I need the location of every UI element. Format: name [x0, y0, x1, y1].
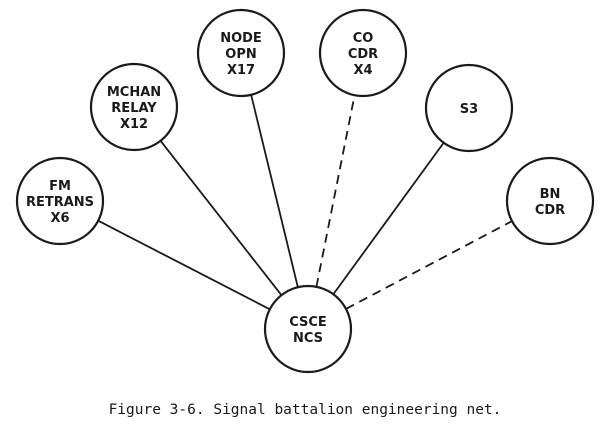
node-label-line: CO [353, 31, 374, 46]
node-label-line: OPN [225, 47, 256, 62]
node-label-line: X4 [353, 63, 372, 78]
node-label-line: CSCE [289, 315, 327, 330]
node-label-line: CDR [348, 47, 378, 62]
node-label-line: RETRANS [26, 195, 94, 210]
link-node-opn-solid [250, 94, 299, 288]
figure-caption: Figure 3-6. Signal battalion engineering… [109, 402, 502, 418]
node-s3: S3 [424, 63, 514, 153]
node-label-line: MCHAN [107, 85, 161, 100]
link-s3-solid [332, 142, 445, 295]
node-label-line: S3 [460, 102, 478, 117]
node-label-line: X17 [227, 63, 255, 78]
net-links [97, 94, 513, 311]
link-fm-retrans-solid [97, 219, 271, 311]
node-label-line: NODE [220, 31, 262, 46]
net-nodes: FMRETRANSX6MCHANRELAYX12NODEOPNX17COCDRX… [15, 8, 595, 374]
link-co-cdr-dashed [315, 94, 356, 288]
node-label-line: FM [49, 179, 71, 194]
node-label-line: CDR [535, 203, 565, 218]
link-bn-cdr-dashed [345, 220, 513, 310]
link-mchan-relay-solid [159, 140, 283, 296]
node-circle [196, 8, 286, 98]
node-label-line: X6 [50, 211, 69, 226]
node-circle [505, 156, 595, 246]
node-label-line: X12 [120, 117, 148, 132]
node-circle [424, 63, 514, 153]
node-circle [89, 62, 179, 152]
node-circle [15, 156, 105, 246]
node-circle [318, 8, 408, 98]
node-label-line: NCS [293, 331, 323, 346]
node-circle [263, 284, 353, 374]
node-label-line: BN [540, 187, 561, 202]
node-label-line: RELAY [111, 101, 157, 116]
